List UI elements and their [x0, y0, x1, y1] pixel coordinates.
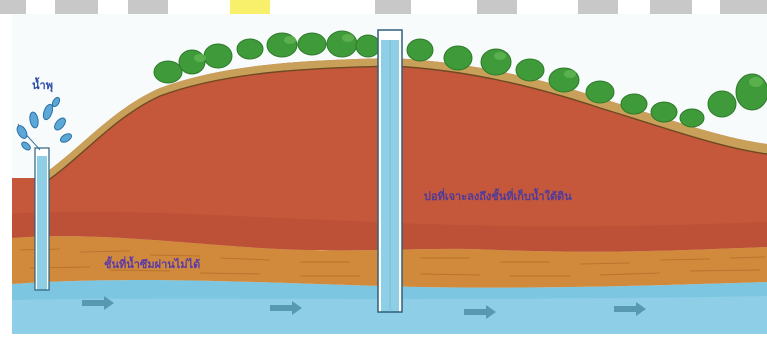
impermeable-layer-label: ชั้นที่น้ำซึมผ่านไม่ได้ [104, 259, 200, 270]
spring-pipe [35, 148, 49, 290]
page-tabs [0, 0, 767, 14]
spring-label: น้ำพุ [32, 80, 53, 91]
well-label: บ่อที่เจาะลงถึงชั้นที่เก็บน้ำใต้ดิน [424, 191, 572, 202]
highlight-tab [230, 0, 270, 14]
well-shaft [378, 30, 402, 312]
